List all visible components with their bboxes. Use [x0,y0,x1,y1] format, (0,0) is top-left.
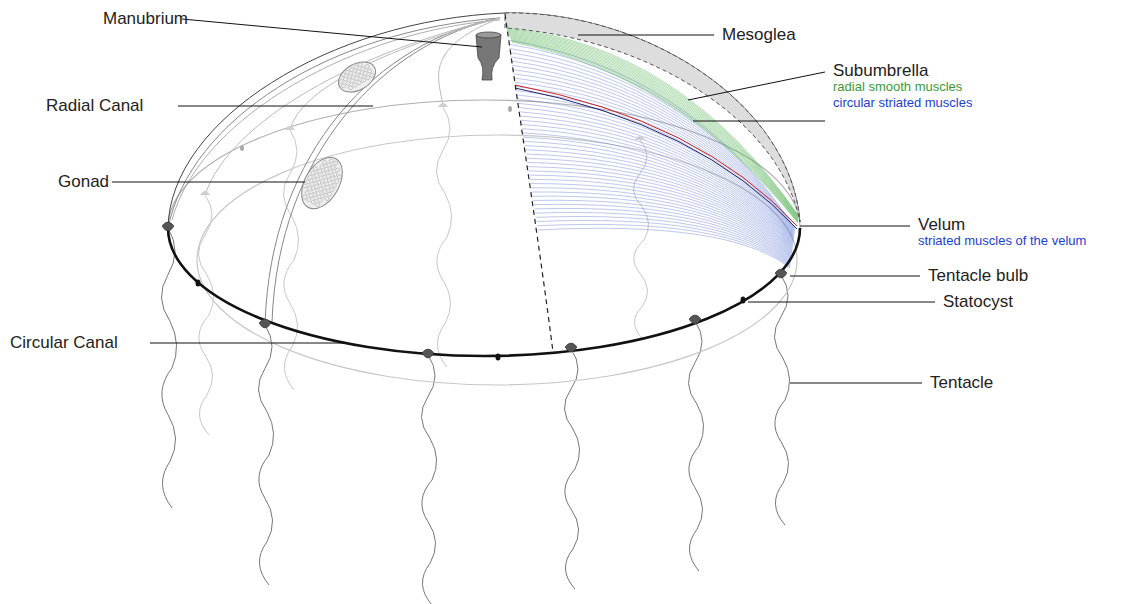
part-label: Manubrium [103,9,188,29]
part-label: Circular Canal [10,333,118,353]
part-label: Gonad [58,172,109,192]
sub-label: circular striated muscles [833,96,972,111]
part-label: Statocyst [943,292,1013,312]
part-label: Mesoglea [722,25,796,45]
part-label: Subumbrella [833,61,928,81]
part-label: Velum [918,215,965,235]
part-label: Tentacle bulb [928,266,1028,286]
part-label: Tentacle [930,373,993,393]
sub-label: radial smooth muscles [833,80,962,95]
sub-label: striated muscles of the velum [918,234,1086,249]
part-label: Radial Canal [46,96,143,116]
